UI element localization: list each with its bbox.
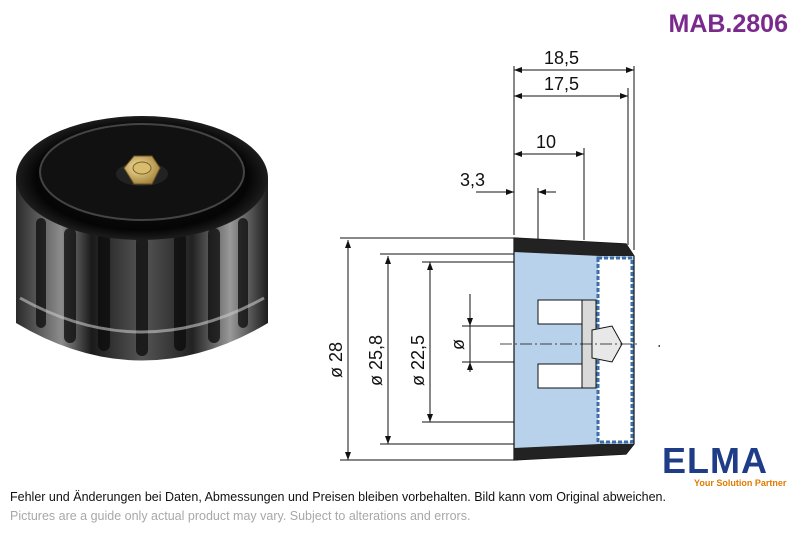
disclaimer-english: Pictures are a guide only actual product… — [10, 509, 471, 523]
product-code: MAB.2806 — [668, 10, 789, 38]
elma-logo: ELMA Your Solution Partner — [660, 440, 790, 490]
dim-length-inner: 10 — [536, 132, 556, 152]
dimension-arrows — [345, 67, 634, 460]
dim-shaft-d: d — [656, 344, 660, 354]
disclaimer-german: Fehler und Änderungen bei Daten, Abmessu… — [10, 490, 666, 504]
dim-offset: 3,3 — [460, 170, 485, 190]
knob-photo — [16, 116, 268, 361]
knob-flutes — [36, 218, 248, 356]
part-section — [500, 237, 640, 461]
dim-diameter-bore: ø — [448, 339, 468, 350]
dim-diameter-inner: ø 22,5 — [408, 335, 428, 386]
dim-length-total: 18,5 — [544, 48, 579, 68]
logo-wordmark: ELMA — [662, 440, 768, 481]
dim-length-body: 17,5 — [544, 74, 579, 94]
logo-tagline: Your Solution Partner — [694, 478, 787, 488]
technical-drawing: 18,5 17,5 10 3,3 ø 28 ø 25,8 ø 22,5 ø d — [326, 48, 660, 461]
dim-diameter-mid: ø 25,8 — [366, 335, 386, 386]
dim-diameter-outer: ø 28 — [326, 342, 346, 378]
